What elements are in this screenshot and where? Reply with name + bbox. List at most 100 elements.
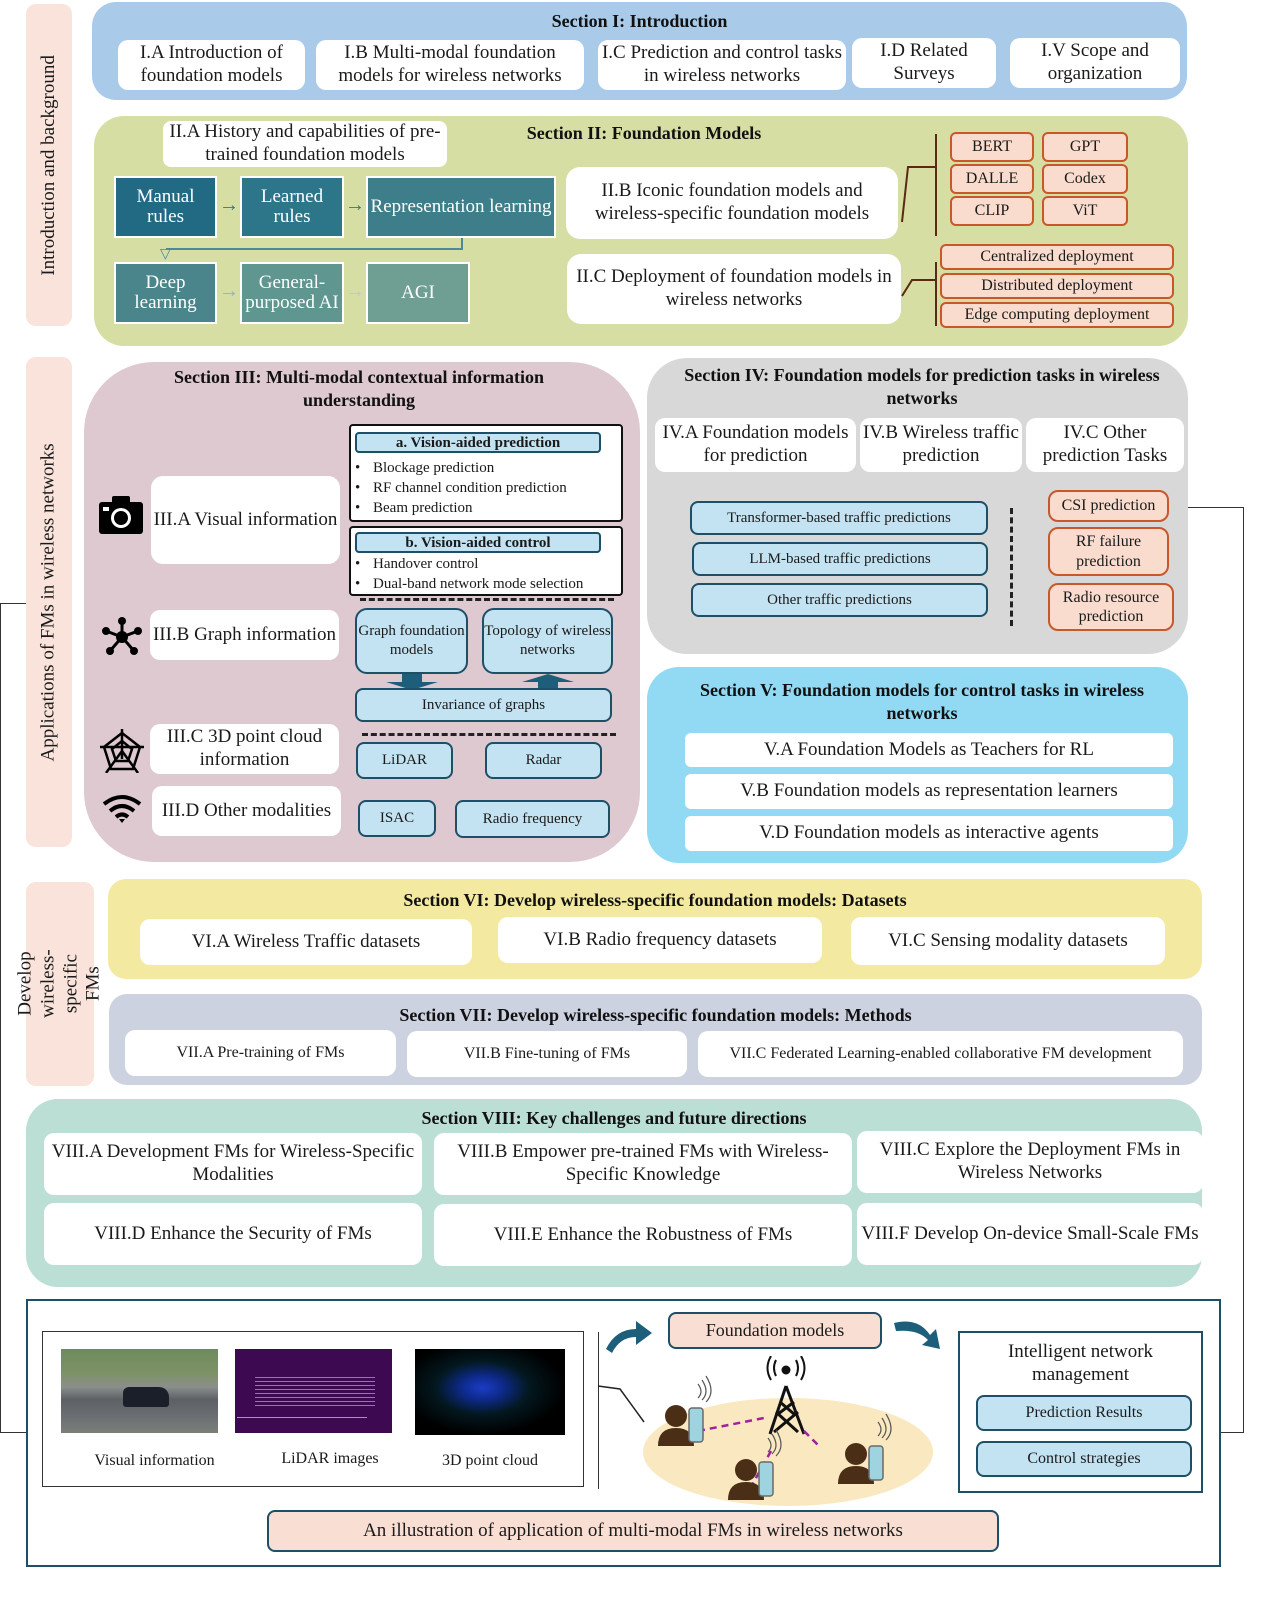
radar-box: Radar: [485, 742, 602, 779]
section-8d-box[interactable]: VIII.D Enhance the Security of FMs: [44, 1203, 422, 1265]
list-item: Beam prediction: [355, 498, 567, 518]
section-4b-box[interactable]: IV.B Wireless traffic prediction: [860, 418, 1022, 472]
section-2b-box[interactable]: II.B Iconic foundation models and wirele…: [566, 167, 898, 239]
isac-box: ISAC: [358, 800, 436, 837]
user-with-phone-icon: [658, 1375, 712, 1446]
section-4a-box[interactable]: IV.A Foundation models for prediction: [655, 418, 856, 472]
pointer-line: [598, 1385, 645, 1423]
cell-tower-icon: [766, 1356, 806, 1435]
section-6b-box[interactable]: VI.B Radio frequency datasets: [498, 917, 822, 963]
section-1a-box[interactable]: I.A Introduction of foundation models: [118, 40, 305, 90]
traffic-llm-box: LLM-based traffic predictions: [692, 542, 988, 576]
list-item: RF channel condition prediction: [355, 478, 567, 498]
side-label-applications: Applications of FMs in wireless networks: [26, 357, 72, 847]
curved-arrow-icon: [894, 1321, 940, 1349]
bracket-connector: [901, 134, 937, 326]
user-with-phone-icon: [838, 1413, 892, 1484]
task-rf-failure-prediction: RF failure prediction: [1048, 527, 1169, 576]
section-8e-box[interactable]: VIII.E Enhance the Robustness of FMs: [434, 1204, 852, 1266]
section-8f-box[interactable]: VIII.F Develop On-device Small-Scale FMs: [857, 1203, 1203, 1265]
traffic-other-box: Other traffic predictions: [691, 583, 988, 617]
side-label-develop: Develop wireless-specific FMs: [14, 882, 104, 1086]
divider-dashed: [360, 598, 614, 601]
illustration-frame: Visual information LiDAR images 3D point…: [26, 1299, 1221, 1567]
deployment-edge: Edge computing deployment: [940, 302, 1174, 328]
section-1v-box[interactable]: I.V Scope and organization: [1010, 38, 1180, 88]
lidar-scanline: [237, 1417, 367, 1418]
section-1b-box[interactable]: I.B Multi-modal foundation models for wi…: [316, 40, 584, 90]
arrow-right-icon: →: [219, 280, 239, 302]
task-radio-resource-prediction: Radio resource prediction: [1048, 583, 1174, 631]
history-step-manual-rules: Manual rules: [114, 176, 217, 238]
section-3-panel: Section III: Multi-modal contextual info…: [84, 362, 640, 862]
input-modalities-frame: Visual information LiDAR images 3D point…: [42, 1331, 584, 1487]
history-step-learned-rules: Learned rules: [240, 176, 344, 238]
section-4c-box[interactable]: IV.C Other prediction Tasks: [1026, 418, 1184, 472]
connector-line-right-bottom: [1220, 1432, 1244, 1433]
vision-prediction-list: Blockage prediction RF channel condition…: [355, 458, 567, 518]
vision-prediction-header: a. Vision-aided prediction: [355, 432, 601, 453]
section-6a-box[interactable]: VI.A Wireless Traffic datasets: [140, 919, 472, 965]
section-3c-box[interactable]: III.C 3D point cloud information: [150, 724, 339, 774]
section-7a-box[interactable]: VII.A Pre-training of FMs: [125, 1030, 396, 1076]
section-2a-box[interactable]: II.A History and capabilities of pre-tra…: [163, 121, 447, 167]
model-codex: Codex: [1042, 164, 1128, 194]
vision-control-list: Handover control Dual-band network mode …: [355, 554, 583, 594]
arrow-down-icon: ▽: [160, 247, 171, 262]
section-8-title: Section VIII: Key challenges and future …: [421, 1108, 807, 1128]
history-step-general-purposed-ai: General-purposed AI: [240, 262, 344, 324]
section-1-panel: Section I: Introduction I.A Introduction…: [92, 2, 1187, 100]
prediction-results-box: Prediction Results: [976, 1395, 1192, 1431]
list-item: Blockage prediction: [355, 458, 567, 478]
caption-point-cloud: 3D point cloud: [442, 1452, 538, 1469]
section-2-panel: Section II: Foundation Models II.A Histo…: [94, 116, 1188, 346]
section-8b-box[interactable]: VIII.B Empower pre-trained FMs with Wire…: [434, 1133, 852, 1195]
arrow-right-icon: →: [219, 194, 239, 216]
history-step-agi: AGI: [366, 262, 470, 324]
section-5a-box[interactable]: V.A Foundation Models as Teachers for RL: [685, 733, 1173, 767]
section-8c-box[interactable]: VIII.C Explore the Deployment FMs in Wir…: [857, 1131, 1203, 1193]
section-8a-box[interactable]: VIII.A Development FMs for Wireless-Spec…: [44, 1133, 422, 1195]
lidar-box: LiDAR: [356, 742, 453, 779]
section-1c-box[interactable]: I.C Prediction and control tasks in wire…: [598, 40, 846, 90]
section-3d-box[interactable]: III.D Other modalities: [152, 786, 341, 836]
caption-lidar: LiDAR images: [281, 1450, 379, 1467]
connector-line-left-bottom: [0, 1432, 26, 1433]
model-vit: ViT: [1042, 196, 1128, 226]
traffic-transformer-box: Transformer-based traffic predictions: [690, 501, 988, 535]
point-cloud-icon: [100, 729, 144, 773]
task-csi-prediction: CSI prediction: [1048, 490, 1169, 522]
deployment-centralized: Centralized deployment: [940, 244, 1174, 270]
flow-connector: [461, 238, 463, 250]
vision-prediction-panel: a. Vision-aided prediction Blockage pred…: [349, 424, 623, 522]
section-1d-box[interactable]: I.D Related Surveys: [852, 38, 996, 88]
point-cloud-image: [415, 1349, 565, 1435]
section-3a-box[interactable]: III.A Visual information: [151, 476, 340, 564]
visual-information-image: [61, 1349, 218, 1433]
arrow-up-icon: [522, 674, 574, 690]
model-dalle: DALLE: [950, 164, 1034, 194]
section-6c-box[interactable]: VI.C Sensing modality datasets: [851, 917, 1165, 965]
section-7-title: Section VII: Develop wireless-specific f…: [399, 1005, 912, 1025]
list-item: Handover control: [355, 554, 583, 574]
control-strategies-box: Control strategies: [976, 1441, 1192, 1477]
deployment-distributed: Distributed deployment: [940, 273, 1174, 299]
section-3b-box[interactable]: III.B Graph information: [150, 610, 339, 660]
lidar-scanlines: [255, 1377, 375, 1409]
invariance-box: Invariance of graphs: [355, 688, 612, 722]
vision-control-panel: b. Vision-aided control Handover control…: [349, 526, 623, 596]
side-label-intro-text: Introduction and background: [37, 54, 59, 276]
lidar-image: [235, 1349, 392, 1433]
network-management-title: Intelligent network management: [1007, 1341, 1154, 1385]
graph-foundation-models-box: Graph foundation models: [355, 608, 468, 674]
section-5b-box[interactable]: V.B Foundation models as representation …: [685, 774, 1173, 809]
vision-control-header: b. Vision-aided control: [355, 532, 601, 553]
connector-line-right: [1243, 507, 1244, 1432]
section-5-title: Section V: Foundation models for control…: [699, 680, 1145, 724]
section-2c-box[interactable]: II.C Deployment of foundation models in …: [567, 254, 901, 324]
section-7c-box[interactable]: VII.C Federated Learning-enabled collabo…: [698, 1031, 1183, 1077]
section-5d-box[interactable]: V.D Foundation models as interactive age…: [685, 816, 1173, 851]
section-7b-box[interactable]: VII.B Fine-tuning of FMs: [407, 1031, 687, 1077]
list-item: Dual-band network mode selection: [355, 574, 583, 594]
connector-line-right-top: [1188, 507, 1244, 508]
